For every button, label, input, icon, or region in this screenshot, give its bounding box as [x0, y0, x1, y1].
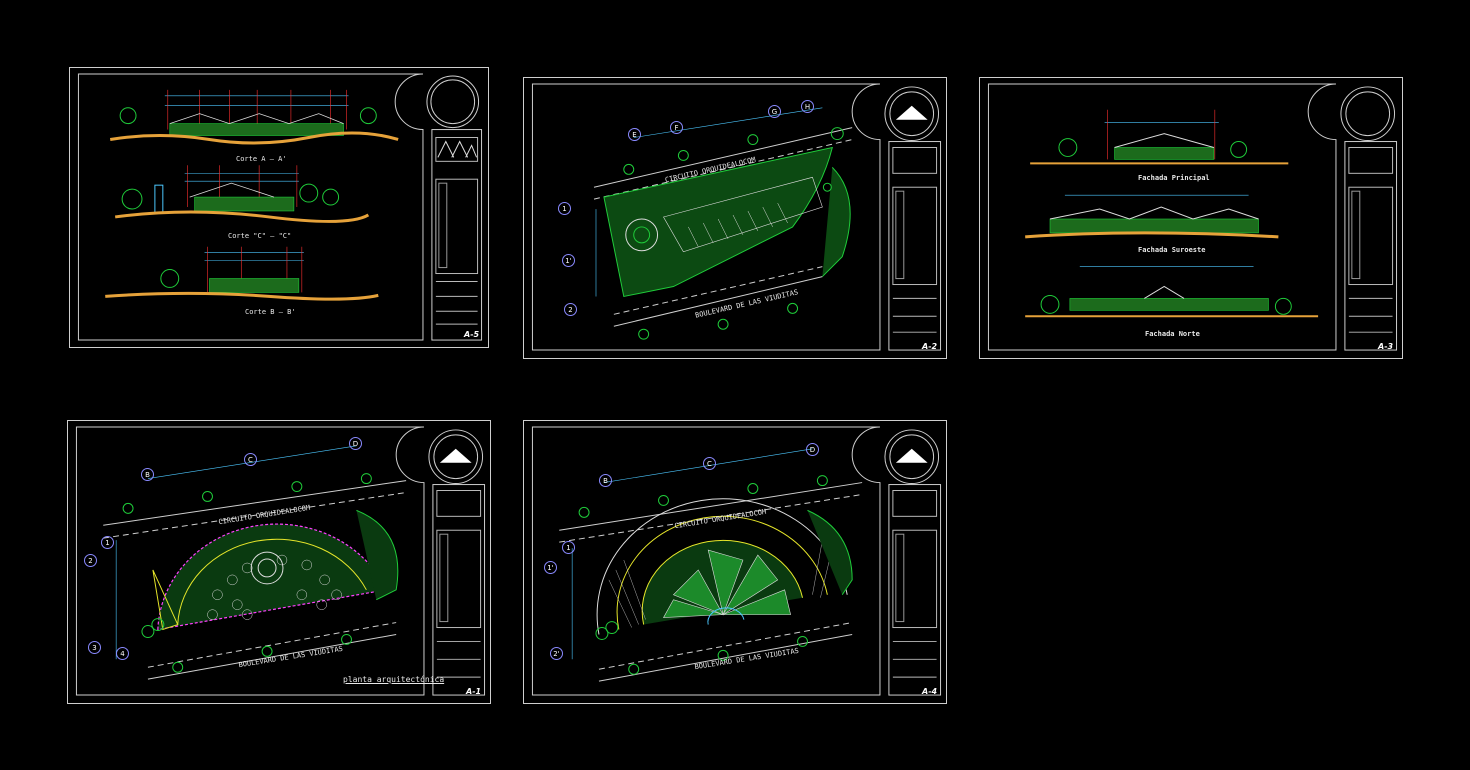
grid-bubble-2: 2	[564, 303, 577, 316]
grid-bubble-d: D	[806, 443, 819, 456]
section-c	[114, 165, 370, 223]
sheet-number: A-1	[466, 687, 482, 696]
grid-bubble-1: 1	[558, 202, 571, 215]
parking-plan-drawing	[531, 83, 942, 351]
drawing-sheet-elevations[interactable]: Fachada Principal Fachada Suroeste Facha…	[979, 77, 1403, 359]
grid-bubble-2: 2	[84, 554, 97, 567]
caption-elevation-southwest: Fachada Suroeste	[1138, 246, 1206, 254]
sections-drawing	[77, 73, 483, 341]
caption-section-c: Corte "C" – "C"	[228, 232, 292, 240]
grid-bubble-3: 3	[88, 641, 101, 654]
grid-bubble-1: 1	[101, 536, 114, 549]
grid-bubble-d: D	[349, 437, 362, 450]
drawing-sheet-parking-plan[interactable]: E F G H 1 1' 2 CIRCUITO ORQUIDEALOCOM BO…	[523, 77, 947, 359]
grid-bubble-g: G	[768, 105, 781, 118]
caption-section-b: Corte B – B'	[245, 308, 296, 316]
drawing-sheet-sections[interactable]: Corte A – A' Corte "C" – "C" Corte B – B…	[69, 67, 489, 348]
grid-bubble-c: C	[703, 457, 716, 470]
grid-bubble-h: H	[801, 100, 814, 113]
caption-elevation-main: Fachada Principal	[1138, 174, 1210, 182]
caption-section-a: Corte A – A'	[236, 155, 287, 163]
drawing-sheet-architectural-plan[interactable]: B C D 1 2 3 4 CIRCUITO ORQUIDEALOCOM BOU…	[67, 420, 491, 704]
grid-bubble-c: C	[244, 453, 257, 466]
grid-bubble-1-prime: 1'	[562, 254, 575, 267]
section-b	[105, 246, 379, 301]
architectural-plan-drawing	[75, 426, 486, 696]
grid-bubble-b: B	[141, 468, 154, 481]
elevations-drawing	[987, 83, 1398, 351]
plan-title: planta arquitectónica	[343, 675, 445, 684]
caption-elevation-north: Fachada Norte	[1145, 330, 1200, 338]
sheet-number: A-3	[1378, 342, 1394, 351]
sheet-number: A-5	[464, 330, 480, 339]
sheet-number: A-2	[922, 342, 938, 351]
grid-bubble-e: E	[628, 128, 641, 141]
grid-bubble-b: B	[599, 474, 612, 487]
drawing-sheet-roof-plan[interactable]: B C D 1 1' 2' CIRCUITO ORQUIDEALOCOM BOU…	[523, 420, 947, 704]
grid-bubble-2-prime: 2'	[550, 647, 563, 660]
grid-bubble-f: F	[670, 121, 683, 134]
roof-plan-drawing	[531, 426, 942, 696]
section-a	[109, 89, 399, 145]
grid-bubble-4: 4	[116, 647, 129, 660]
grid-bubble-1: 1	[562, 541, 575, 554]
grid-bubble-1-prime: 1'	[544, 561, 557, 574]
sheet-number: A-4	[922, 687, 938, 696]
